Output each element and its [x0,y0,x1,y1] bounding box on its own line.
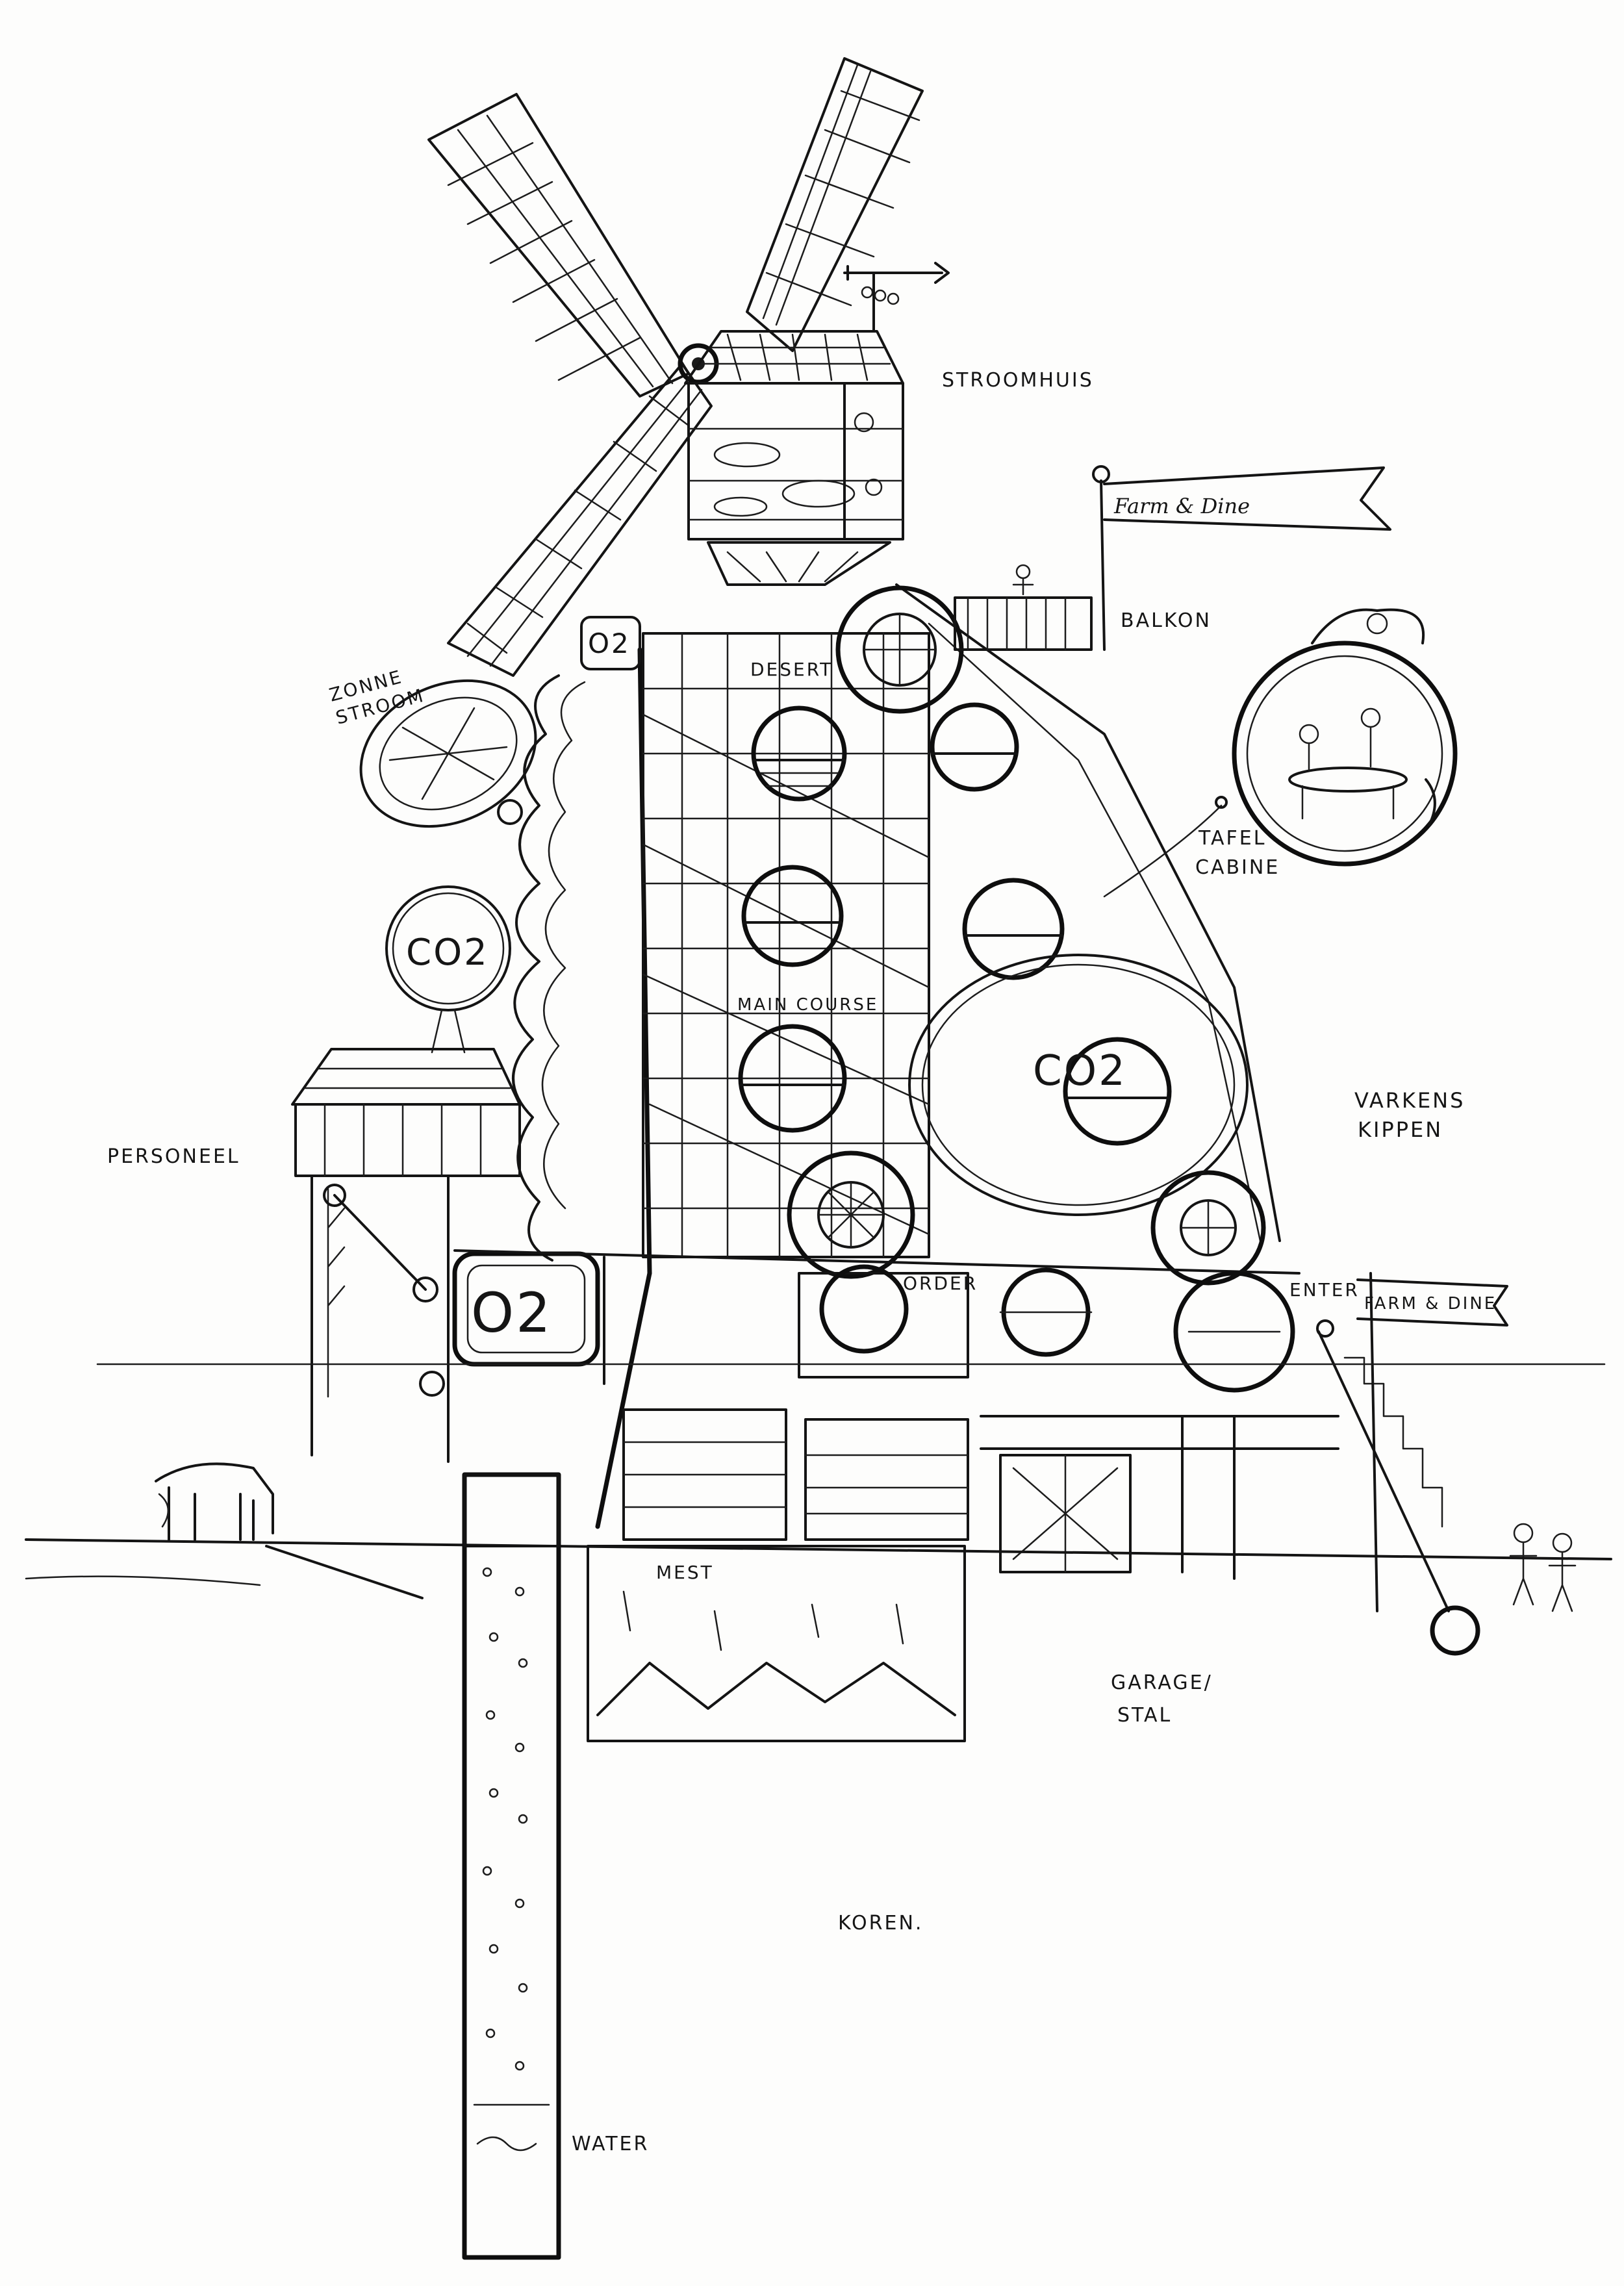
table-cabin-detail [1103,608,1458,898]
label-cabine: CABINE [1195,856,1280,879]
label-enter: ENTER [1289,1279,1360,1301]
balcony [954,564,1093,651]
cloud-foliage [512,674,586,1262]
power-house [684,262,950,540]
label-water: WATER [572,2133,649,2155]
label-koren: KOREN. [838,1912,923,1935]
o2-tank-top [580,616,641,670]
label-garage: GARAGE/ [1111,1671,1213,1694]
label-o2-top: O2 [588,628,631,659]
label-order: ORDER [903,1273,978,1294]
label-kippen: KIPPEN [1358,1117,1443,1142]
label-flag-entrance: FARM & DINE [1364,1294,1497,1314]
label-tafel: TAFEL [1198,827,1266,850]
label-personeel: PERSONEEL [107,1145,240,1168]
label-co2-right: CO2 [1033,1047,1127,1095]
label-varkens: VARKENS [1354,1088,1465,1113]
label-flag-top: Farm & Dine [1113,494,1250,518]
ground-floor [453,1249,1339,1580]
solar-dish [359,679,537,828]
windmill-blades [427,57,924,677]
label-balkon: BALKON [1121,609,1212,632]
label-stroomhuis: STROOMHUIS [942,369,1094,392]
entrance [1316,1272,1577,1656]
top-flag [1092,465,1391,651]
label-stal: STAL [1117,1704,1172,1727]
label-desert: DESERT [750,659,833,680]
label-o2-bottom: O2 [471,1281,553,1345]
staff-house [291,1048,521,1463]
label-main-course: MAIN COURSE [737,995,878,1015]
label-co2-left: CO2 [406,932,489,974]
co2-balloon-right [908,954,1249,1216]
tower-frame [595,541,1281,1529]
co2-balloon-left [385,885,511,1054]
dining-cabins [738,585,1266,1286]
ground [25,1363,1612,1599]
water-well [462,1472,561,2260]
manure-pit [587,1545,966,1742]
label-mest: MEST [656,1562,714,1583]
